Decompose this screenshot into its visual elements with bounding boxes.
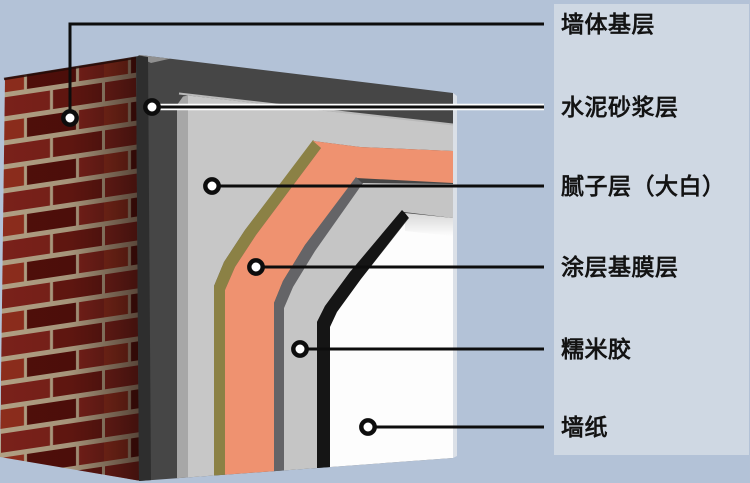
callout-dot-wall-base — [61, 109, 79, 127]
callout-dot-cement-mortar — [143, 98, 161, 116]
layer-edge-wallpaper — [317, 210, 409, 481]
layer-label-putty: 腻子层（大白） — [561, 173, 726, 199]
wallpaper-top-shadow — [405, 213, 453, 236]
callout-dot-coating-base-film — [247, 258, 265, 276]
layer-label-wallpaper: 墙纸 — [561, 414, 608, 440]
callout-dot-putty — [203, 177, 221, 195]
layer-label-wall-base: 墙体基层 — [561, 11, 655, 37]
wall-corner-shadow-strip — [136, 55, 151, 481]
layer-wall-base-brick — [0, 56, 141, 481]
layer-face-rice-glue — [284, 183, 453, 481]
callout-line-wall-base — [68, 22, 544, 118]
callout-dot-rice-glue — [291, 340, 309, 358]
layer-label-coating-base-film: 涂层基膜层 — [561, 254, 679, 280]
brick-face-shadow — [0, 57, 141, 481]
mortar-top-edge-highlight — [136, 55, 173, 63]
layer-edge-rice-glue — [274, 177, 363, 481]
callout-dot-wallpaper — [359, 418, 377, 436]
layer-face-putty — [188, 95, 453, 481]
layer-edge-putty — [177, 95, 188, 481]
label-panel — [554, 4, 749, 455]
callout-dots — [61, 98, 377, 436]
layer-edge-coating-base-film — [214, 140, 321, 481]
wall-right-edge-highlight — [453, 93, 457, 458]
layer-label-cement-mortar: 水泥砂浆层 — [561, 94, 679, 120]
layer-face-coating-base-film — [225, 141, 453, 481]
callout-lines — [68, 22, 544, 429]
layer-label-rice-glue: 糯米胶 — [561, 336, 632, 362]
